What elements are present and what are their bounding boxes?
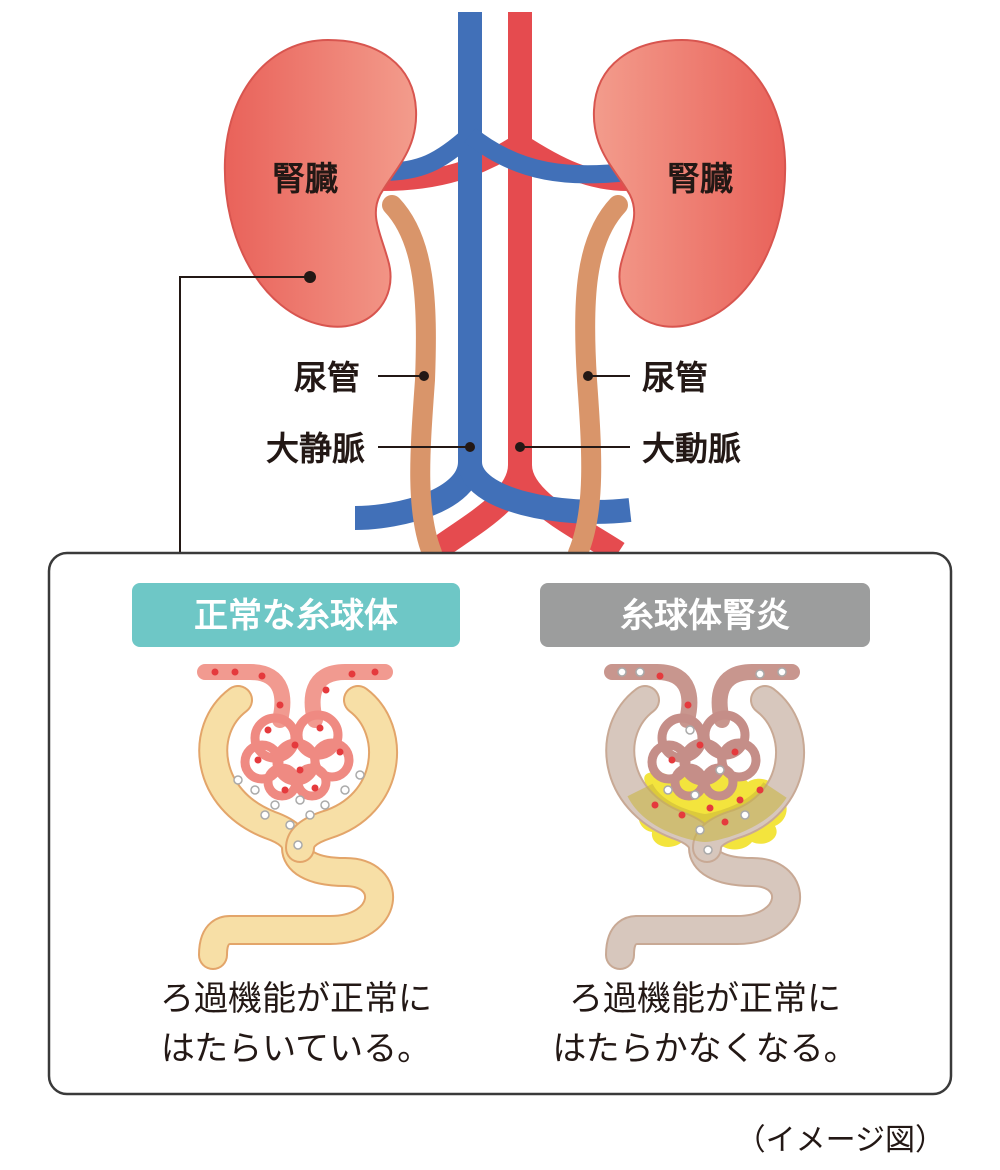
- image-note: （イメージ図）: [736, 1123, 945, 1158]
- disease-blood-cells: [651, 672, 764, 826]
- disease-caption-line1: ろ過機能が正常に: [569, 979, 841, 1019]
- normal-caption-line2: はたらいている。: [161, 1029, 431, 1069]
- ureter-right-label: 尿管: [642, 358, 708, 397]
- kidney-right-label: 腎臓: [667, 159, 733, 198]
- disease-caption-line2: はたらかなくなる。: [552, 1029, 857, 1069]
- ureter-left-label: 尿管: [294, 358, 360, 397]
- disease-inflamed-band: [627, 781, 787, 843]
- normal-caption-line1: ろ過機能が正常に: [160, 979, 432, 1019]
- normal-afferent-vessel: [197, 664, 291, 728]
- disease-title: 糸球体腎炎: [620, 596, 790, 636]
- kidney-left-label: 腎臓: [272, 159, 338, 198]
- leader-lines: [179, 276, 630, 553]
- disease-particles: [617, 667, 787, 855]
- disease-title-badge: [540, 583, 870, 647]
- anatomy-section: 腎臓 腎臓 尿管 尿管 大静脈 大動脈: [179, 12, 787, 564]
- disease-tubule-inner: [607, 687, 799, 968]
- kidney-left-shape: [223, 38, 418, 328]
- normal-panel: 正常な糸球体: [132, 583, 460, 1069]
- renal-vein-right: [464, 127, 629, 184]
- normal-blood-cells: [211, 668, 379, 794]
- vena-cava-label: 大静脈: [266, 429, 365, 468]
- kidney-right-shape: [592, 38, 787, 328]
- vena-cava-branch-right: [458, 460, 632, 524]
- normal-filtrate-particles: [233, 770, 365, 850]
- disease-glomerulus: [647, 710, 761, 801]
- normal-title: 正常な糸球体: [194, 596, 398, 636]
- disease-afferent-vessel: [604, 664, 698, 728]
- normal-capsule-right-inner: [287, 687, 396, 861]
- leader-dots: [304, 271, 593, 452]
- normal-tubule-inner: [200, 687, 392, 968]
- disease-panel: 糸球体腎炎: [540, 583, 870, 1069]
- aorta-label: 大動脈: [642, 429, 741, 468]
- normal-title-badge: [132, 583, 460, 647]
- normal-glomerulus: [240, 710, 354, 801]
